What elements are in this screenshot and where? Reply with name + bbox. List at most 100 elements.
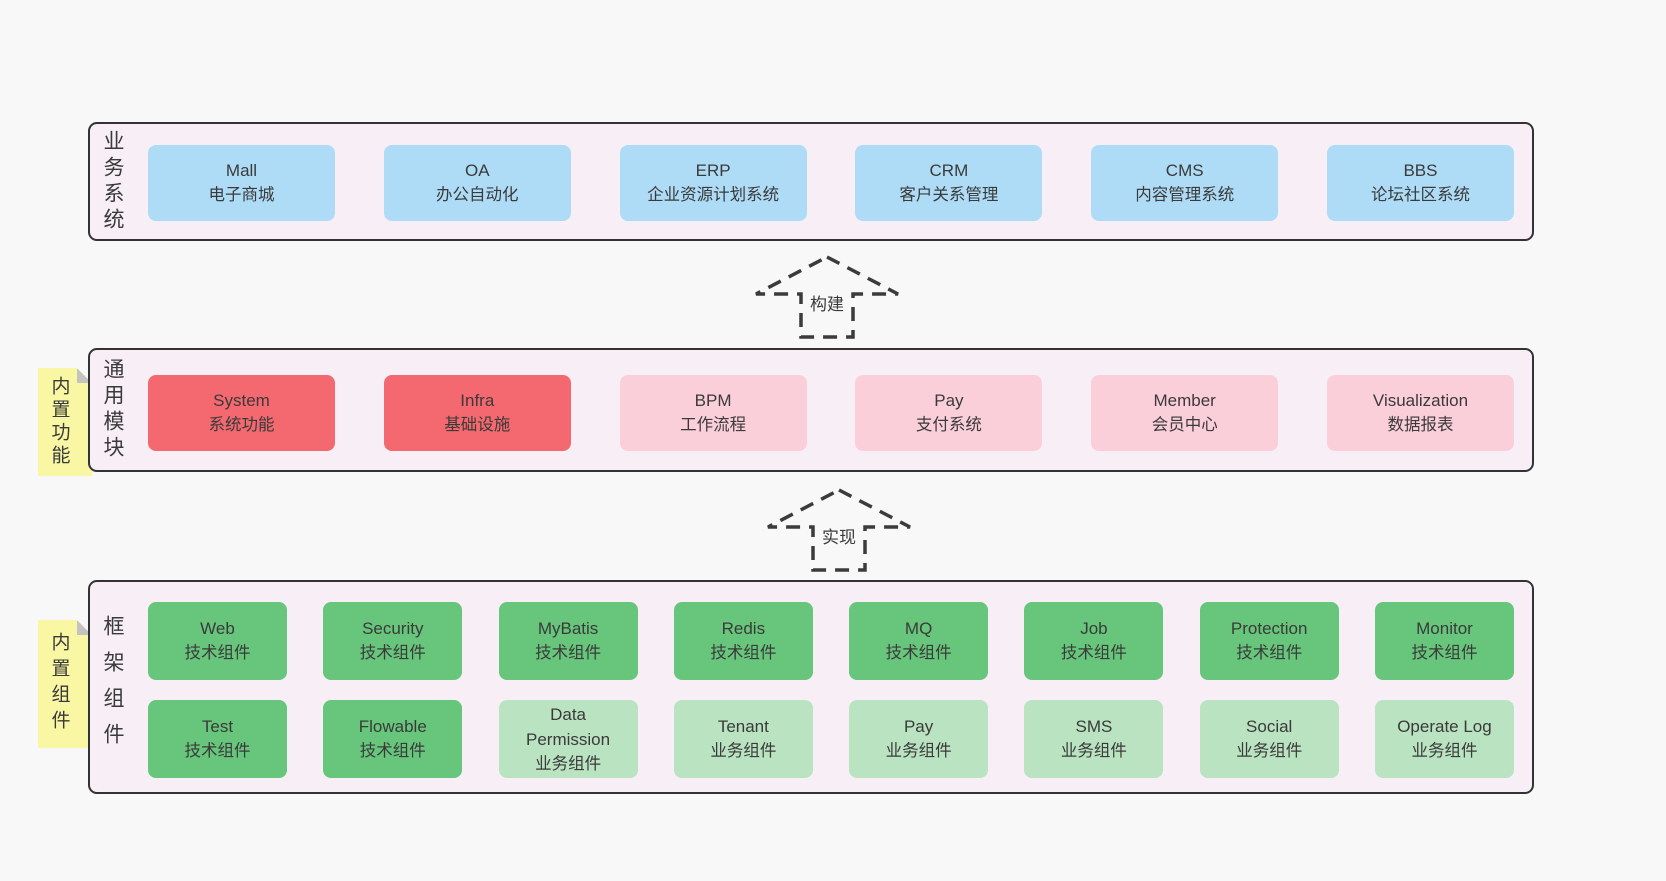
node-web: Web 技术组件 <box>148 602 287 680</box>
node-subtitle: 技术组件 <box>359 644 426 662</box>
node-subtitle: 办公自动化 <box>436 186 519 204</box>
node-member: Member 会员中心 <box>1091 375 1279 451</box>
panel-side-label: 框架组件 <box>101 615 124 759</box>
node-title: Member <box>1153 391 1216 410</box>
node-subtitle: 业务组件 <box>1411 742 1478 760</box>
sticky-note-label: 内置功能 <box>48 376 70 468</box>
node-subtitle: 业务组件 <box>1060 742 1127 760</box>
node-title: Test <box>201 717 234 736</box>
node-title: Visualization <box>1372 391 1469 410</box>
node-subtitle: 技术组件 <box>885 644 952 662</box>
node-title: Security <box>362 619 424 638</box>
node-title: Tenant <box>717 717 769 736</box>
node-title: Redis <box>721 619 766 638</box>
node-subtitle: 业务组件 <box>535 754 602 773</box>
node-system: System 系统功能 <box>148 375 335 451</box>
node-test: Test 技术组件 <box>148 700 287 778</box>
node-subtitle: 企业资源计划系统 <box>647 186 780 204</box>
node-subtitle: 业务组件 <box>885 742 952 760</box>
node-title: Protection <box>1230 619 1308 638</box>
node-cms: CMS 内容管理系统 <box>1091 145 1279 221</box>
sticky-note-label: 内置组件 <box>48 632 70 736</box>
node-mq: MQ 技术组件 <box>849 602 989 680</box>
sticky-note-built-in-components: 内置组件 <box>38 620 92 748</box>
node-subtitle: 内容管理系统 <box>1135 186 1235 204</box>
node-subtitle: 会员中心 <box>1151 416 1218 434</box>
node-title: Job <box>1080 619 1108 638</box>
node-job: Job 技术组件 <box>1024 602 1164 680</box>
node-monitor: Monitor 技术组件 <box>1374 602 1514 680</box>
node-subtitle: 技术组件 <box>535 644 602 662</box>
node-pay: Pay 业务组件 <box>849 700 989 778</box>
node-visualization: Visualization 数据报表 <box>1326 375 1514 451</box>
node-tenant: Tenant 业务组件 <box>673 700 813 778</box>
sticky-note-built-in-features: 内置功能 <box>38 368 92 476</box>
node-flowable: Flowable 技术组件 <box>323 700 463 778</box>
node-redis: Redis 技术组件 <box>673 602 813 680</box>
node-title: Pay <box>934 391 964 410</box>
node-operate-log: Operate Log 业务组件 <box>1374 700 1514 778</box>
node-subtitle: 技术组件 <box>1060 644 1127 662</box>
node-title: Infra <box>460 391 495 410</box>
arrow-label: 构建 <box>807 289 847 316</box>
node-title: Pay <box>903 717 934 736</box>
node-mybatis: MyBatis 技术组件 <box>498 602 638 680</box>
node-subtitle: 电子商城 <box>208 186 275 204</box>
node-subtitle: 业务组件 <box>710 742 777 760</box>
node-subtitle: 技术组件 <box>710 644 777 662</box>
node-sms: SMS 业务组件 <box>1024 700 1164 778</box>
node-subtitle: 技术组件 <box>1411 644 1478 662</box>
node-subtitle: 支付系统 <box>915 416 982 434</box>
node-title: OA <box>465 161 490 180</box>
node-data-permission: Data Permission 业务组件 <box>498 700 638 778</box>
node-title: Flowable <box>358 717 427 736</box>
node-infra: Infra 基础设施 <box>383 375 571 451</box>
node-security: Security 技术组件 <box>323 602 463 680</box>
node-subtitle: 业务组件 <box>1236 742 1303 760</box>
node-pay: Pay 支付系统 <box>855 375 1043 451</box>
node-subtitle: 技术组件 <box>1236 644 1303 662</box>
node-bbs: BBS 论坛社区系统 <box>1326 145 1514 221</box>
panel-side-label: 通用模块 <box>101 358 124 462</box>
node-title: CRM <box>929 161 969 180</box>
node-title: MyBatis <box>537 619 599 638</box>
node-title: Mall <box>225 161 258 180</box>
node-subtitle: 技术组件 <box>184 644 251 662</box>
node-subtitle: 工作流程 <box>680 416 747 434</box>
node-title: ERP <box>695 161 731 180</box>
node-title: System <box>213 391 270 410</box>
node-title: Data Permission <box>526 704 611 749</box>
node-title: SMS <box>1075 717 1113 736</box>
build-arrow-icon: 构建 <box>752 253 902 341</box>
node-title: Social <box>1246 717 1293 736</box>
node-title: Web <box>200 619 235 638</box>
node-title: MQ <box>904 619 933 638</box>
node-social: Social 业务组件 <box>1199 700 1339 778</box>
node-subtitle: 论坛社区系统 <box>1370 186 1470 204</box>
node-subtitle: 技术组件 <box>359 742 426 760</box>
node-title: Operate Log <box>1397 717 1492 736</box>
dashed-up-arrow-icon <box>755 255 899 339</box>
node-title: Monitor <box>1416 619 1473 638</box>
node-mall: Mall 电子商城 <box>148 145 335 221</box>
node-protection: Protection 技术组件 <box>1199 602 1339 680</box>
node-oa: OA 办公自动化 <box>383 145 571 221</box>
node-title: BBS <box>1403 161 1438 180</box>
node-subtitle: 技术组件 <box>184 742 251 760</box>
arrow-label: 实现 <box>819 522 859 549</box>
node-title: CMS <box>1165 161 1204 180</box>
panel-side-label: 业务系统 <box>101 129 124 234</box>
node-erp: ERP 企业资源计划系统 <box>619 145 807 221</box>
implement-arrow-icon: 实现 <box>764 486 914 574</box>
node-subtitle: 数据报表 <box>1387 416 1454 434</box>
node-subtitle: 基础设施 <box>444 416 511 434</box>
node-subtitle: 系统功能 <box>208 416 275 434</box>
